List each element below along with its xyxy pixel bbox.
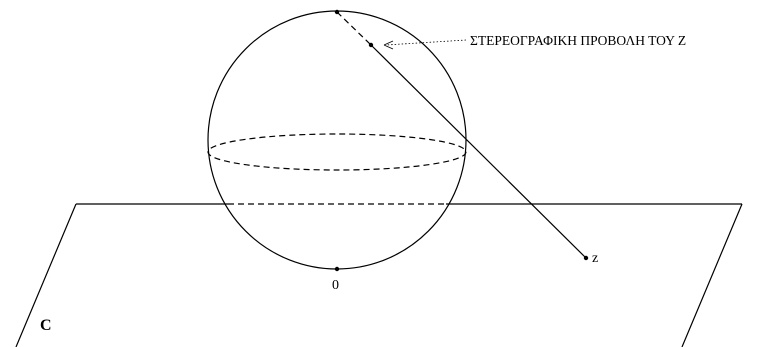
riemann-sphere (207, 10, 467, 270)
sphere-outline (207, 10, 467, 270)
origin-label: 0 (332, 278, 339, 293)
ray-outside-sphere (370, 44, 587, 259)
north-pole-point (334, 9, 340, 15)
origin-point (334, 266, 340, 272)
point-z (583, 255, 589, 261)
plane-right-edge (681, 203, 743, 347)
annotation-pointer (383, 39, 467, 50)
projection-ray (336, 11, 587, 259)
ray-inside-sphere (336, 11, 372, 46)
sphere-equator (207, 133, 467, 171)
projection-point (368, 42, 374, 48)
plane-left-edge (15, 203, 77, 347)
pointer-line (385, 39, 467, 46)
point-z-label: z (592, 251, 598, 266)
complex-plane (15, 203, 743, 347)
annotation-label: ΣΤΕΡΕΟΓΡΑΦΙΚΗ ΠΡΟΒΟΛΗ ΤΟΥ Ζ (470, 33, 686, 48)
pointer-arrowhead (383, 40, 394, 50)
plane-label: C (40, 317, 52, 334)
